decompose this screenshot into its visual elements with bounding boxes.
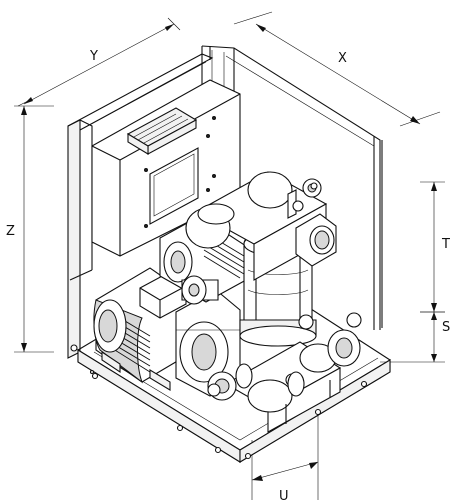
dimension-u-label: U <box>279 489 289 504</box>
pipework <box>185 171 362 433</box>
dimension-x-label: X <box>338 51 347 66</box>
dimension-y: Y <box>17 17 181 107</box>
dimension-y-label: Y <box>89 49 98 64</box>
dimension-t-label: T <box>441 237 450 252</box>
dimension-x: X <box>233 11 441 127</box>
dimension-s: S <box>380 311 450 363</box>
bolt-icon <box>70 344 78 352</box>
left-pump-motor <box>93 267 241 397</box>
dimension-z-label: Z <box>6 224 15 239</box>
dimension-s-label: S <box>442 320 450 335</box>
dimension-z: Z <box>6 105 54 353</box>
dimension-t: T <box>420 181 450 313</box>
